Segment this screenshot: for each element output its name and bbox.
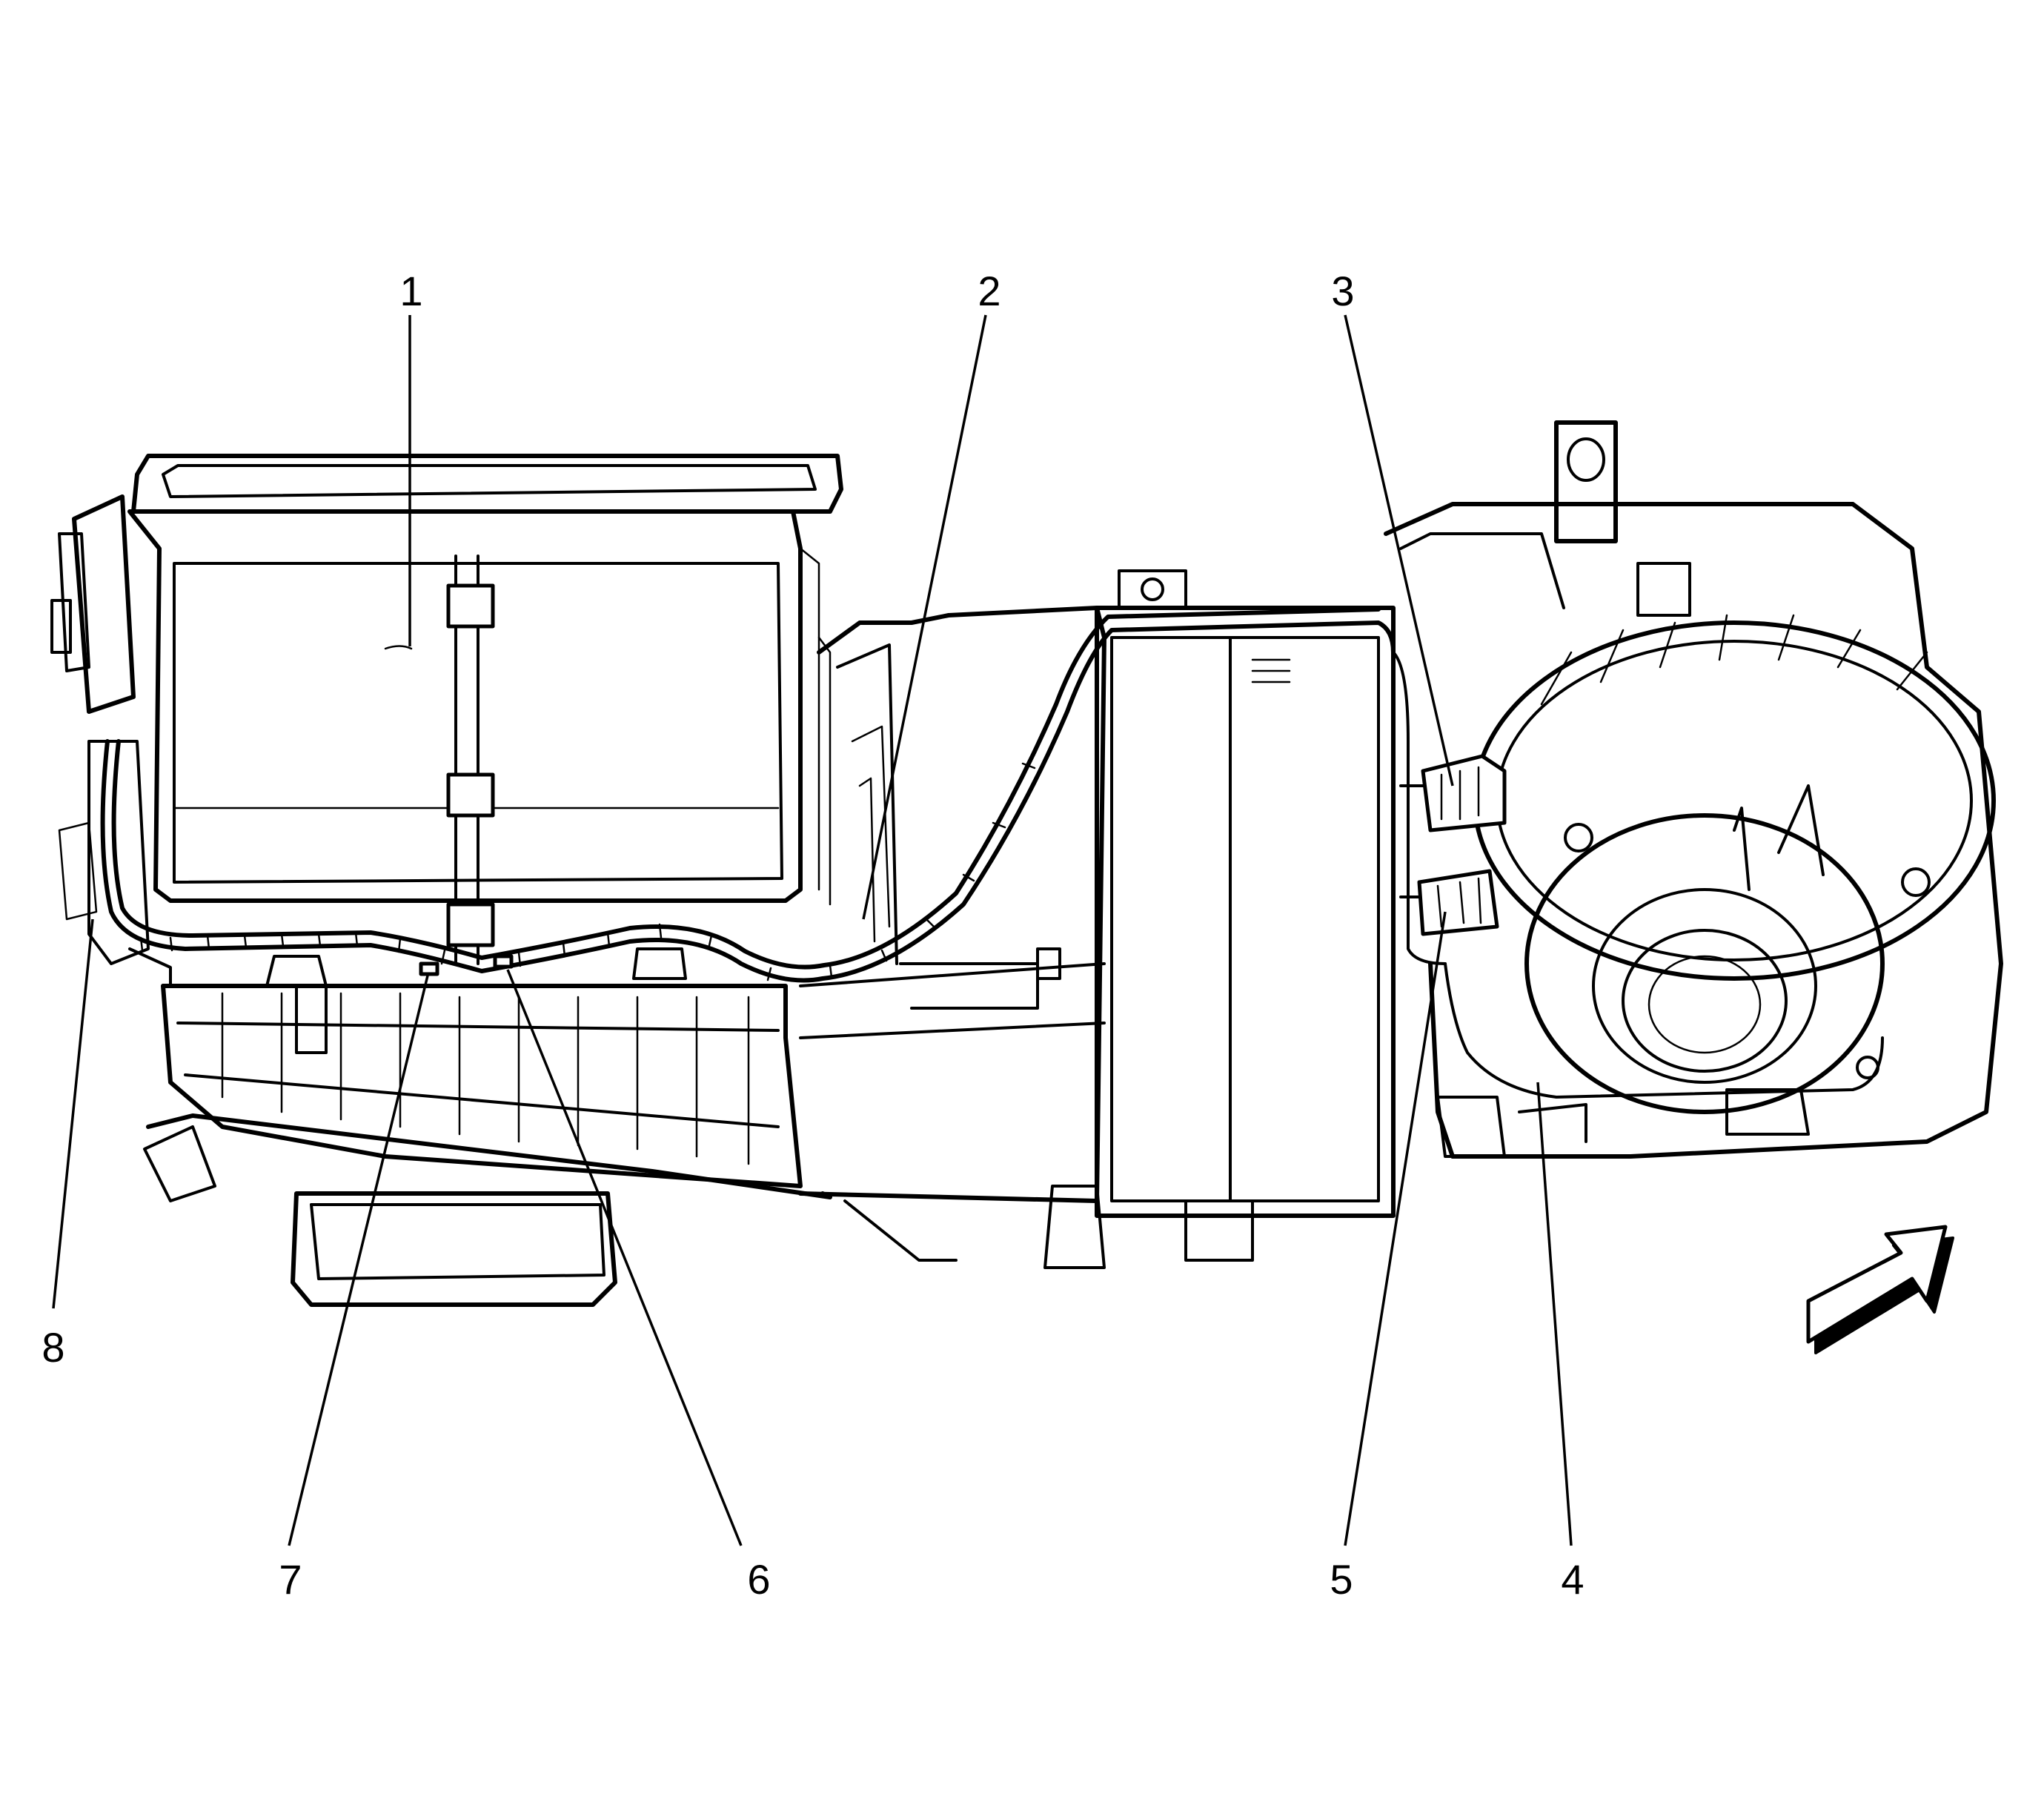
wiring-harness xyxy=(100,607,1884,1099)
leader-7 xyxy=(288,972,430,1546)
left-actuator-bracket xyxy=(50,494,172,987)
blower-assembly xyxy=(1384,420,2003,1159)
blower-connectors xyxy=(1399,754,1507,936)
callout-4: 4 xyxy=(1561,1556,1584,1603)
callout-5: 5 xyxy=(1330,1556,1353,1603)
lower-case-housing xyxy=(143,947,832,1307)
leader-4 xyxy=(1536,1082,1573,1546)
leader-lines xyxy=(52,314,1573,1546)
callout-1: 1 xyxy=(399,268,422,314)
callout-8: 8 xyxy=(42,1324,64,1371)
leader-6 xyxy=(506,969,743,1546)
leader-2 xyxy=(862,314,987,920)
leader-8 xyxy=(52,918,94,1309)
upper-case-frame xyxy=(127,454,843,965)
center-duct-section xyxy=(798,569,1396,1269)
callout-7: 7 xyxy=(279,1556,302,1603)
callout-3: 3 xyxy=(1331,268,1354,314)
leader-5 xyxy=(1344,911,1447,1546)
callout-numbers: 1 2 3 4 5 6 7 8 xyxy=(42,268,1584,1603)
leader-3 xyxy=(1344,314,1454,787)
callout-2: 2 xyxy=(978,268,1001,314)
callout-6: 6 xyxy=(747,1556,770,1603)
front-direction-arrow-icon xyxy=(1806,1225,1954,1354)
